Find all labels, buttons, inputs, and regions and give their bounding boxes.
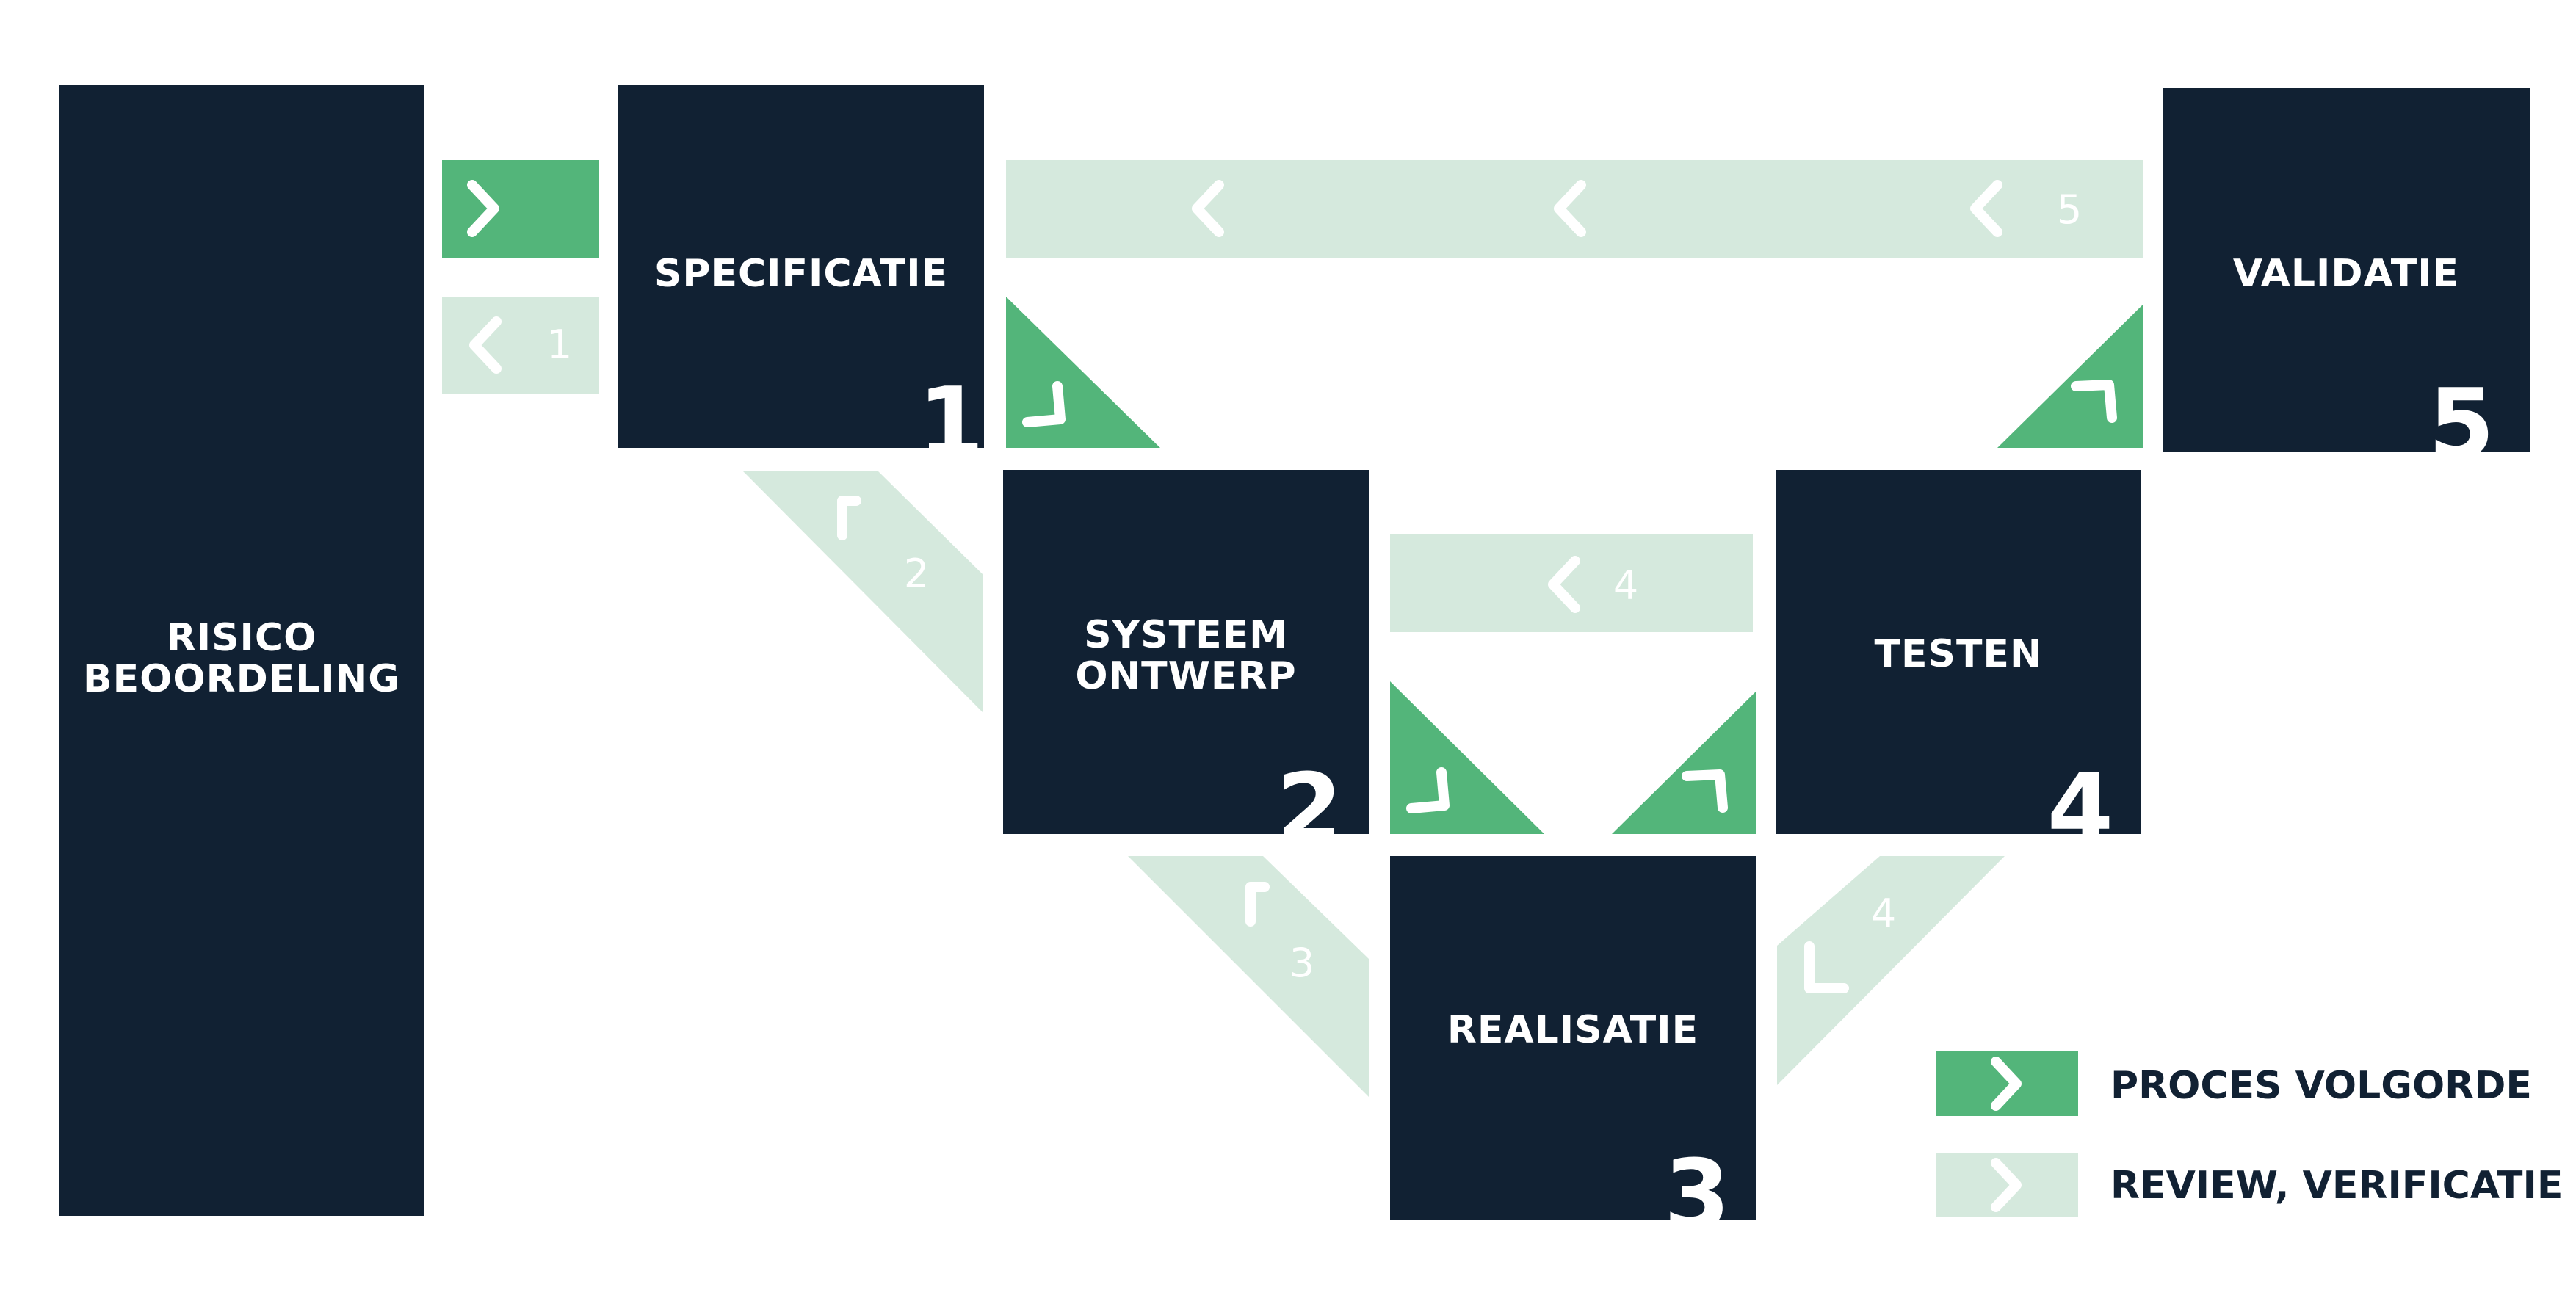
review-step-number: 5 — [2057, 186, 2082, 233]
review-step-number: 4 — [1613, 562, 1638, 609]
review-arrow-2: 2 — [743, 471, 983, 712]
process-arrow-realisatie-to-testen — [1612, 692, 1756, 834]
box-testen: TESTEN 4 — [1776, 470, 2141, 864]
legend-item-process: PROCES VOLGORDE — [1936, 1051, 2532, 1116]
box-realisatie-label: REALISATIE — [1447, 1008, 1698, 1052]
legend-swatch-review — [1936, 1153, 2078, 1217]
box-validatie-number: 5 — [2428, 368, 2494, 479]
box-specificatie-number: 1 — [918, 366, 984, 478]
review-arrow-3: 3 — [1128, 856, 1369, 1097]
box-risico-label-line1: RISICO — [167, 616, 317, 660]
box-validatie: VALIDATIE 5 — [2163, 88, 2530, 479]
review-step-number: 2 — [904, 551, 929, 597]
box-risico-beoordeling: RISICO BEOORDELING — [59, 85, 424, 1216]
legend-item-review: REVIEW, VERIFICATIE — [1936, 1153, 2563, 1217]
box-specificatie-label: SPECIFICATIE — [654, 252, 948, 296]
process-arrow-risico-to-specificatie — [442, 160, 599, 258]
box-testen-number: 4 — [2047, 753, 2113, 864]
legend: PROCES VOLGORDE REVIEW, VERIFICATIE — [1936, 1051, 2563, 1217]
review-arrow-4-bar: 4 — [1390, 534, 1753, 632]
process-arrow-systeem-to-realisatie — [1390, 681, 1544, 834]
review-arrow-4-diagonal: 4 — [1777, 856, 2005, 1085]
box-systeem-ontwerp: SYSTEEM ONTWERP 2 — [1003, 470, 1369, 864]
process-arrow-testen-to-validatie — [1997, 305, 2143, 448]
box-realisatie: REALISATIE 3 — [1390, 856, 1756, 1250]
review-arrow-1: 1 — [442, 297, 599, 394]
review-step-number: 4 — [1871, 891, 1896, 937]
box-realisatie-number: 3 — [1664, 1139, 1730, 1250]
review-arrow-5-bar: 5 — [1006, 160, 2143, 258]
box-risico-label-line2: BEOORDELING — [83, 657, 400, 701]
box-systeem-label-line1: SYSTEEM — [1084, 613, 1288, 657]
box-systeem-number: 2 — [1276, 753, 1342, 864]
box-specificatie: SPECIFICATIE 1 — [618, 85, 984, 478]
legend-swatch-process — [1936, 1051, 2078, 1116]
box-systeem-label-line2: ONTWERP — [1075, 654, 1296, 698]
box-validatie-label: VALIDATIE — [2233, 252, 2459, 296]
legend-label-review: REVIEW, VERIFICATIE — [2110, 1164, 2563, 1208]
review-step-number: 3 — [1289, 940, 1314, 986]
process-arrow-specificatie-to-systeem — [1006, 297, 1160, 448]
box-testen-label: TESTEN — [1875, 632, 2043, 676]
legend-label-process: PROCES VOLGORDE — [2110, 1064, 2532, 1108]
review-step-number: 1 — [547, 322, 572, 368]
